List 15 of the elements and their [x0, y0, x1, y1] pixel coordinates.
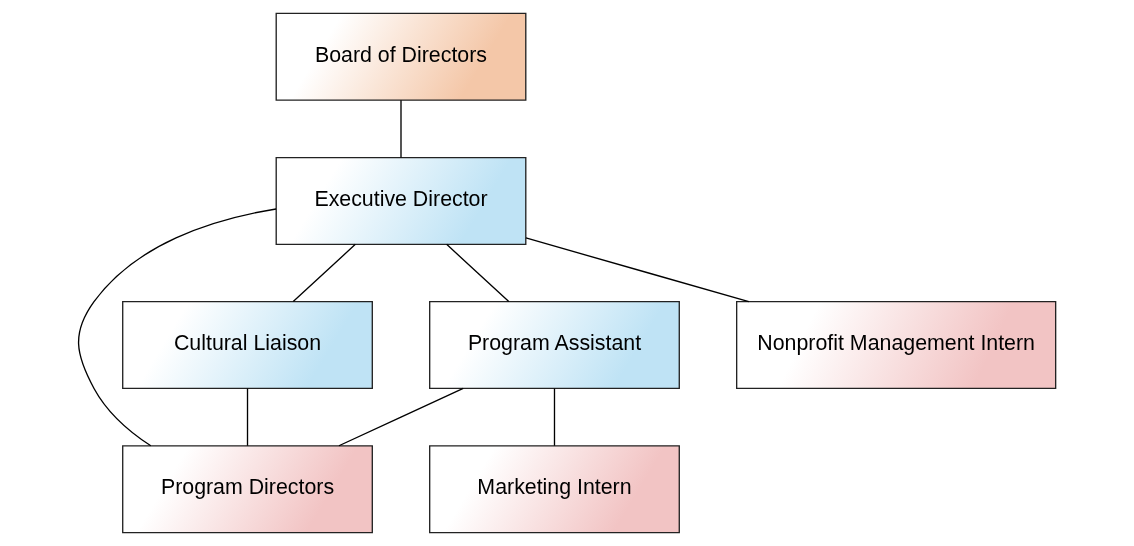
connector — [445, 243, 510, 303]
connector — [338, 387, 464, 447]
connector — [246, 387, 249, 447]
node-box: Executive Director — [275, 156, 527, 245]
connector — [525, 237, 750, 303]
node-box: Program Assistant — [429, 301, 680, 390]
node-box: Program Directors — [122, 445, 373, 534]
connector — [292, 243, 356, 303]
connector — [553, 387, 556, 447]
node-box: Marketing Intern — [429, 445, 680, 534]
node-box: Board of Directors — [275, 12, 527, 101]
node-box: Cultural Liaison — [122, 301, 373, 390]
connector — [400, 99, 402, 159]
node-box: Nonprofit Management Intern — [736, 301, 1057, 390]
connector — [77, 208, 277, 447]
